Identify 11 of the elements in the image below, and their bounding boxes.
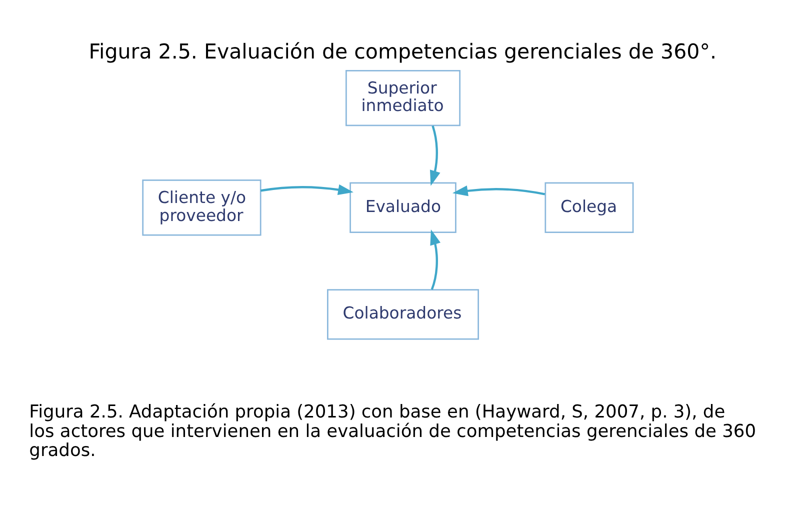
node-box: Cliente y/o proveedor — [142, 179, 262, 236]
node-box: Colega — [544, 182, 634, 232]
arrow — [430, 125, 440, 186]
node-box: Colaboradores — [327, 288, 479, 340]
arrow — [260, 184, 354, 194]
node-box: Superior inmediato — [346, 70, 460, 126]
node-box: Evaluado — [350, 182, 456, 232]
caption: Figura 2.5. Adaptación propia (2013) con base en (Hayward, S, 2007, p. 3), de los actores que intervienen en la evaluación de competencias gerenciales de 360 grados. — [29, 401, 756, 461]
arrow — [452, 185, 546, 196]
arrow — [430, 228, 440, 290]
diagram-title: Figura 2.5. Evaluación de competencias gerenciales de 360°. — [88, 38, 716, 63]
